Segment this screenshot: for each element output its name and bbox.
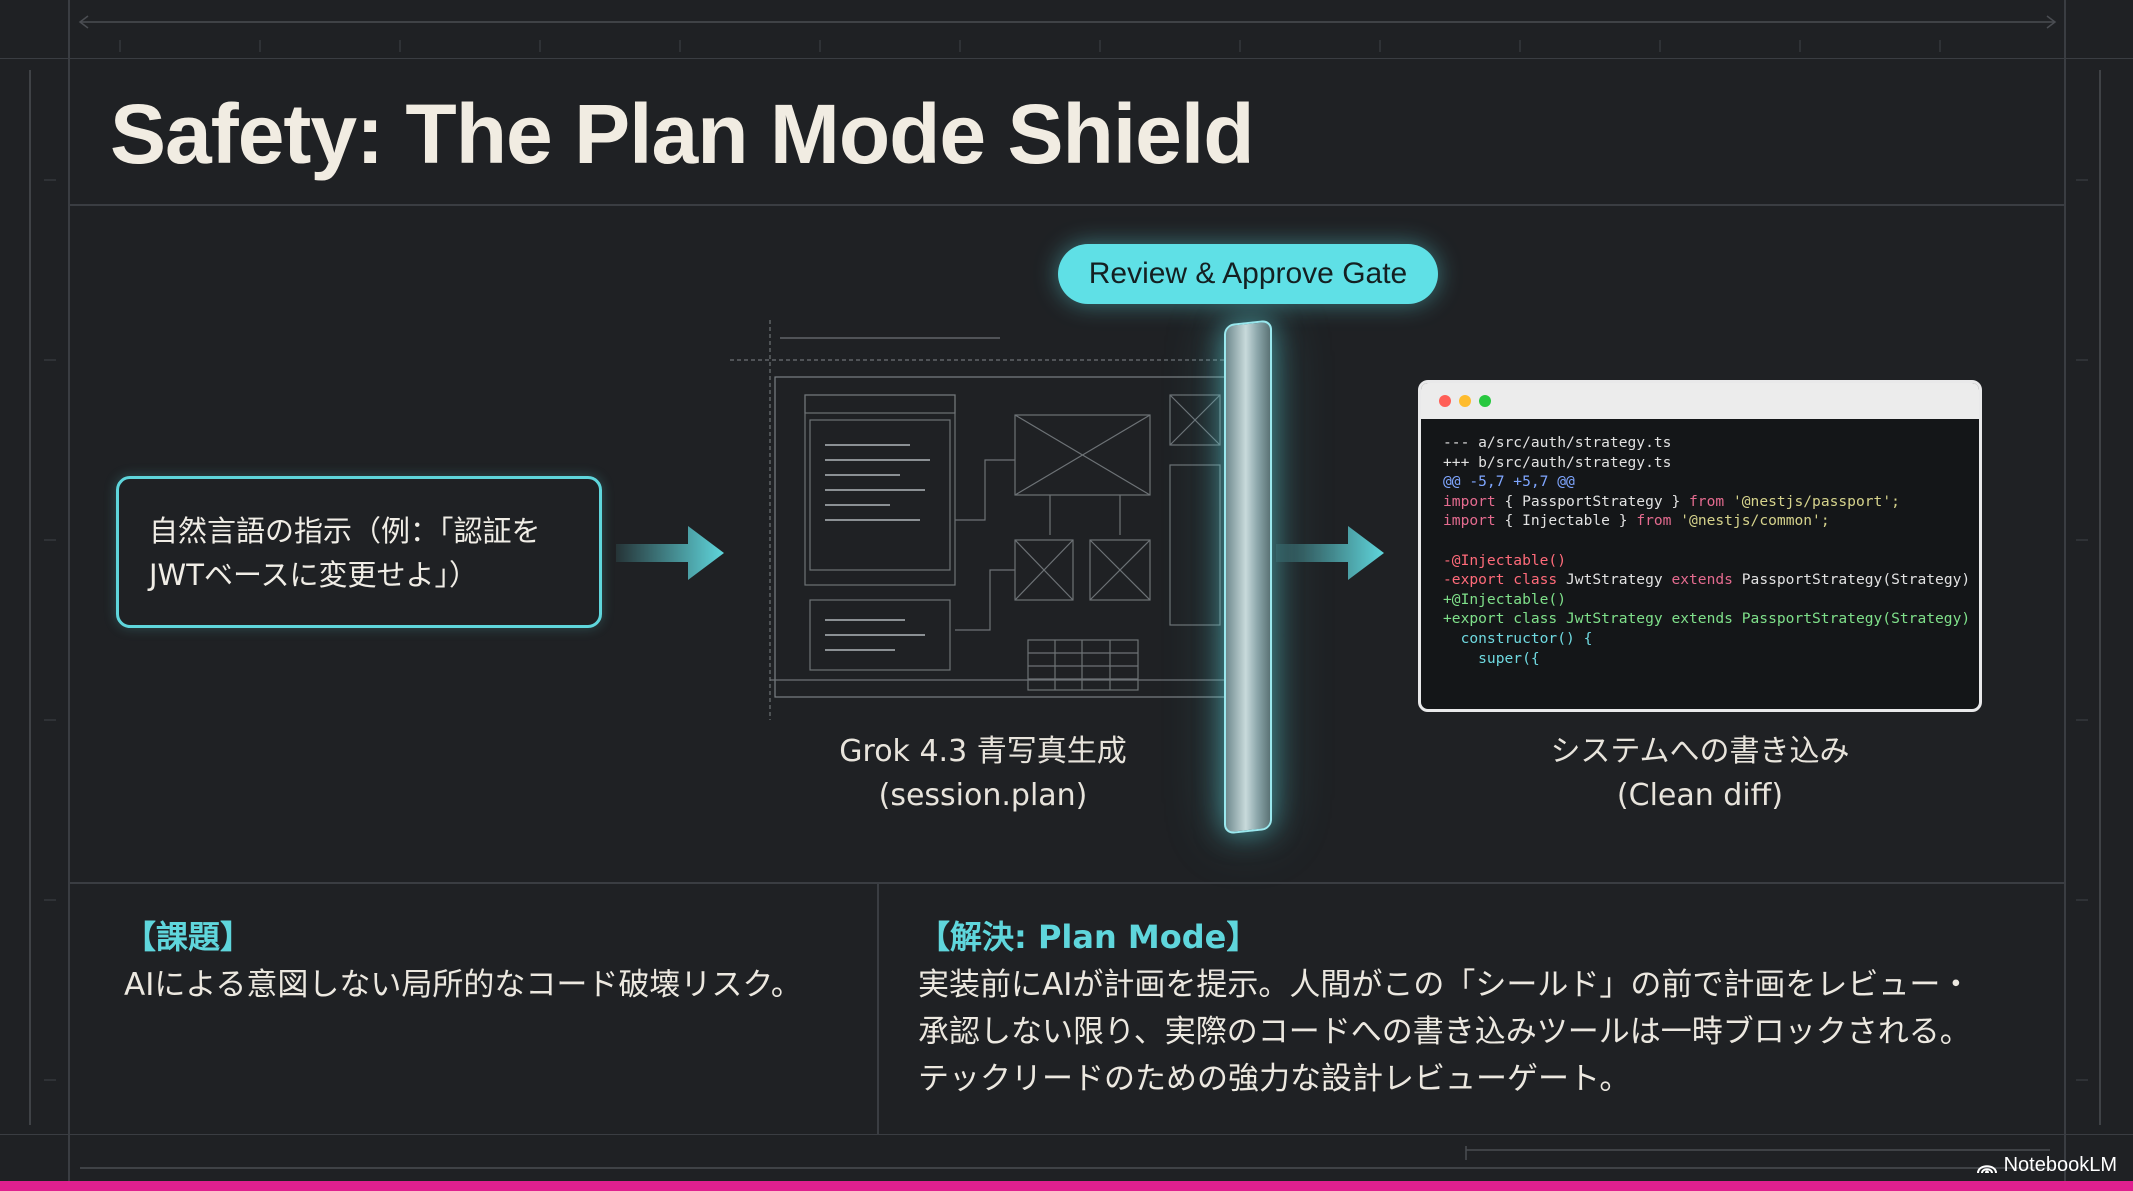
code-diff-body: --- a/src/auth/strategy.ts +++ b/src/auth… [1421,419,1979,682]
blueprint-caption-line-2: (session.plan) [878,778,1088,813]
review-shield-panel [1224,319,1272,835]
bottom-accent-bar [0,1181,2133,1191]
section-divider-vertical [877,884,879,1134]
brand-watermark: NotebookLM [1976,1154,2117,1177]
arrow-right-icon [616,526,724,580]
diff-line: constructor() { [1443,629,1593,647]
solution-line-2: 承認しない限り、実際のコードへの書き込みツールは一時ブロックされる。 [918,1014,1971,1050]
diff-line: +++ b/src/auth/strategy.ts [1443,453,1672,471]
section-divider-horizontal [68,882,2066,884]
close-dot-icon [1439,395,1451,407]
notebooklm-logo-icon [1976,1164,1997,1173]
arrow-right-icon [1276,526,1384,580]
solution-body: 実装前にAIが計画を提示。人間がこの「シールド」の前で計画をレビュー・ 承認しな… [918,962,2048,1103]
brand-name: NotebookLM [2003,1154,2117,1176]
diff-line: import { PassportStrategy } from '@nestj… [1443,492,1900,510]
solution-heading: 【解決: Plan Mode】 [918,918,1259,956]
solution-line-3: テックリードのための強力な設計レビューゲート。 [918,1061,1631,1097]
frame-left-line [68,0,70,1181]
diff-line: import { Injectable } from '@nestjs/comm… [1443,512,1830,530]
window-title-bar [1421,383,1979,419]
maximize-dot-icon [1479,395,1491,407]
issue-body: AIによる意図しない局所的なコード破壊リスク。 [124,967,802,1003]
diff-line: --- a/src/auth/strategy.ts [1443,434,1672,451]
frame-bottom-line [0,1134,2133,1135]
diff-line: super({ [1443,649,1540,667]
review-approve-gate-label: Review & Approve Gate [1058,244,1438,304]
diff-blank-line [1443,531,1957,551]
instruction-line-1: 自然言語の指示（例：「認証を [149,514,541,548]
code-diff-window: --- a/src/auth/strategy.ts +++ b/src/auth… [1418,380,1982,712]
blueprint-caption: Grok 4.3 青写真生成 (session.plan) [800,730,1166,818]
page-title: Safety: The Plan Mode Shield [110,87,1255,181]
blueprint-caption-line-1: Grok 4.3 青写真生成 [839,734,1127,769]
issue-heading: 【課題】 [124,918,253,956]
output-caption-line-1: システムへの書き込み [1550,734,1850,769]
output-caption: システムへの書き込み (Clean diff) [1500,730,1900,818]
frame-right-line [2064,0,2066,1181]
solution-line-1: 実装前にAIが計画を提示。人間がこの「シールド」の前で計画をレビュー・ [918,967,1972,1003]
output-caption-line-2: (Clean diff) [1616,778,1784,813]
diff-hunk-header: @@ -5,7 +5,7 @@ [1443,473,1575,491]
blueprint-wireframe-illustration [730,320,1230,720]
minimize-dot-icon [1459,395,1471,407]
diff-removed-line: -@Injectable() [1443,551,1567,569]
instruction-line-2: JWTベースに変更せよ」） [149,558,478,592]
frame-top-line [0,58,2133,59]
diff-added-line: +export class JwtStrategy extends Passpo… [1443,610,1982,628]
frame-title-underline [68,204,2066,206]
diff-removed-line: -export class JwtStrategy extends Passpo… [1443,571,1982,589]
instruction-box: 自然言語の指示（例：「認証を JWTベースに変更せよ」） [116,476,602,628]
diff-added-line: +@Injectable() [1443,590,1567,608]
